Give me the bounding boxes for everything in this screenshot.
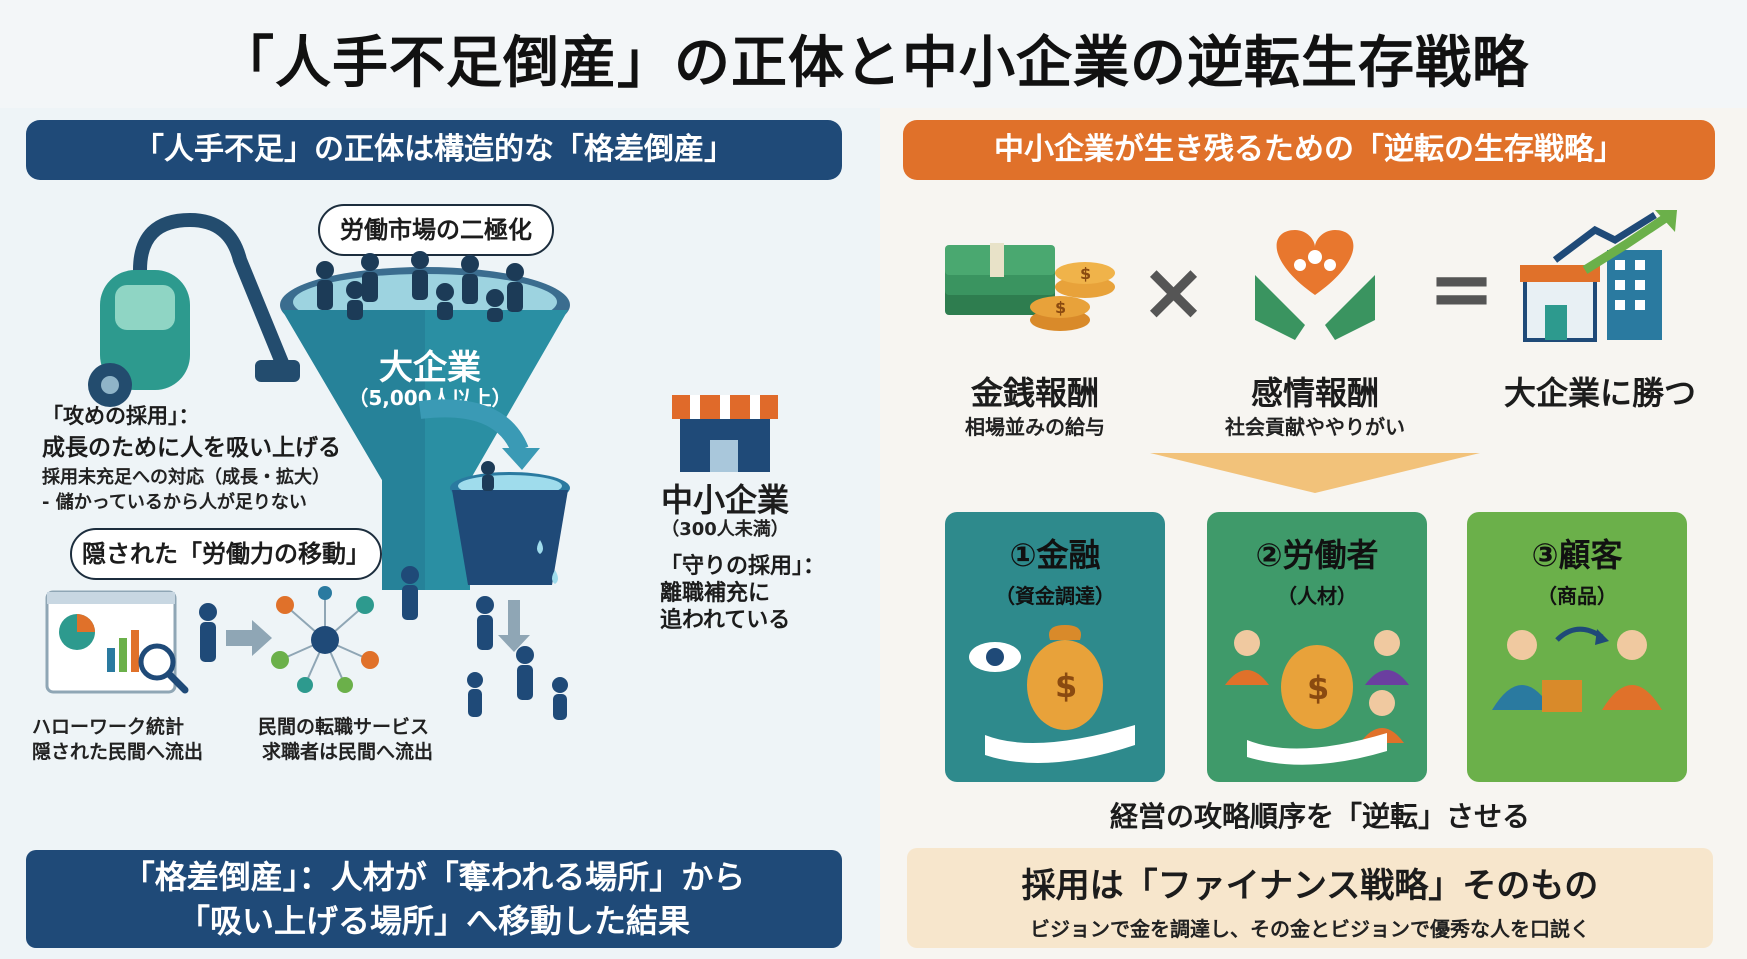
card-workers-sub: （人材） bbox=[1277, 584, 1357, 608]
win-label: 大企業に勝つ bbox=[1503, 374, 1696, 412]
svg-text:$: $ bbox=[1080, 264, 1091, 283]
card-customers-title: ③顧客 bbox=[1531, 536, 1623, 574]
svg-text:$: $ bbox=[1055, 667, 1077, 705]
workers-money-icon: $ bbox=[1225, 630, 1409, 765]
attack-hiring-heading-1: 「攻めの採用」： bbox=[42, 404, 200, 428]
hellowork-line-2: 隠された民間へ流出 bbox=[32, 741, 204, 763]
chart-dashboard-icon bbox=[45, 590, 189, 694]
card-finance: ①金融 （資金調達） $ bbox=[945, 512, 1165, 782]
vacuum-icon bbox=[88, 212, 300, 407]
money-reward-label: 金銭報酬 bbox=[970, 374, 1099, 412]
polarization-bubble: 労働市場の二極化 bbox=[318, 204, 554, 256]
card-finance-title: ①金融 bbox=[1009, 536, 1101, 574]
down-chevron-icon bbox=[1150, 453, 1480, 493]
money-reward-sub: 相場並みの給与 bbox=[965, 415, 1105, 439]
card-workers: ②労働者 （人材） $ bbox=[1207, 512, 1427, 782]
page-title: 「人手不足倒産」の正体と中小企業の逆転生存戦略 bbox=[218, 31, 1529, 96]
box-handoff-icon bbox=[1492, 626, 1662, 712]
bucket-icon bbox=[450, 461, 570, 585]
eye-money-hand-icon: $ bbox=[969, 625, 1135, 763]
small-company-size: （300人未満） bbox=[661, 519, 789, 540]
emotion-reward-sub: 社会貢献ややりがい bbox=[1225, 415, 1405, 439]
left-conclusion-line-2: 「吸い上げる場所」へ移動した結果 bbox=[177, 902, 690, 940]
buildings-growth-icon bbox=[1520, 210, 1677, 342]
times-operator: × bbox=[1140, 245, 1208, 338]
left-banner: 「人手不足」の正体は構造的な「格差倒産」 bbox=[26, 120, 842, 180]
shop-icon bbox=[672, 395, 778, 472]
equals-operator: = bbox=[1428, 242, 1496, 335]
private-service-line-2: 求職者は民間へ流出 bbox=[262, 741, 434, 763]
svg-text:$: $ bbox=[1055, 298, 1066, 317]
heart-hands-icon bbox=[1255, 230, 1375, 340]
small-company-label: 中小企業 bbox=[660, 481, 789, 519]
right-conclusion-title: 採用は「ファイナンス戦略」そのもの bbox=[1021, 866, 1599, 906]
attack-hiring-heading-2: 成長のために人を吸い上げる bbox=[42, 435, 341, 461]
defense-hiring-line-2: 離職補充に bbox=[660, 581, 771, 606]
card-workers-title: ②労働者 bbox=[1255, 536, 1379, 574]
emotion-reward-label: 感情報酬 bbox=[1250, 374, 1379, 412]
defense-hiring-line-3: 追われている bbox=[660, 608, 791, 633]
left-conclusion: 「格差倒産」：人材が「奪われる場所」から 「吸い上げる場所」へ移動した結果 bbox=[26, 850, 842, 948]
person-arrow-icon bbox=[199, 603, 272, 662]
defense-hiring-line-1: 「守りの採用」： bbox=[660, 554, 826, 579]
hellowork-line-1: ハローワーク統計 bbox=[32, 716, 185, 738]
big-company-label: 大企業 bbox=[379, 348, 481, 388]
reverse-caption: 経営の攻略順序を「逆転」させる bbox=[1109, 800, 1530, 833]
left-conclusion-line-1: 「格差倒産」：人材が「奪われる場所」から bbox=[122, 858, 746, 896]
attack-hiring-note-1: 採用未充足への対応（成長・拡大） bbox=[42, 467, 330, 488]
network-icon bbox=[271, 586, 379, 693]
card-customers: ③顧客 （商品） bbox=[1467, 512, 1687, 782]
right-conclusion-sub: ビジョンで金を調達し、その金とビジョンで優秀な人を口説く bbox=[1030, 917, 1590, 941]
right-conclusion: 採用は「ファイナンス戦略」そのもの ビジョンで金を調達し、その金とビジョンで優秀… bbox=[907, 848, 1713, 948]
private-service-line-1: 民間の転職サービス bbox=[258, 716, 430, 738]
attack-hiring-note-2: - 儲かっているから人が足りない bbox=[42, 492, 307, 513]
funnel-icon bbox=[280, 251, 570, 590]
right-banner: 中小企業が生き残るための「逆転の生存戦略」 bbox=[903, 120, 1715, 180]
svg-text:$: $ bbox=[1307, 669, 1329, 707]
hidden-movement-bubble: 隠された「労働力の移動」 bbox=[70, 528, 382, 580]
card-customers-sub: （商品） bbox=[1537, 584, 1617, 608]
falling-people-icon bbox=[401, 566, 568, 720]
money-stack-icon: $ $ bbox=[945, 243, 1115, 331]
flow-arrow-icon bbox=[418, 399, 540, 470]
card-finance-sub: （資金調達） bbox=[995, 584, 1115, 608]
